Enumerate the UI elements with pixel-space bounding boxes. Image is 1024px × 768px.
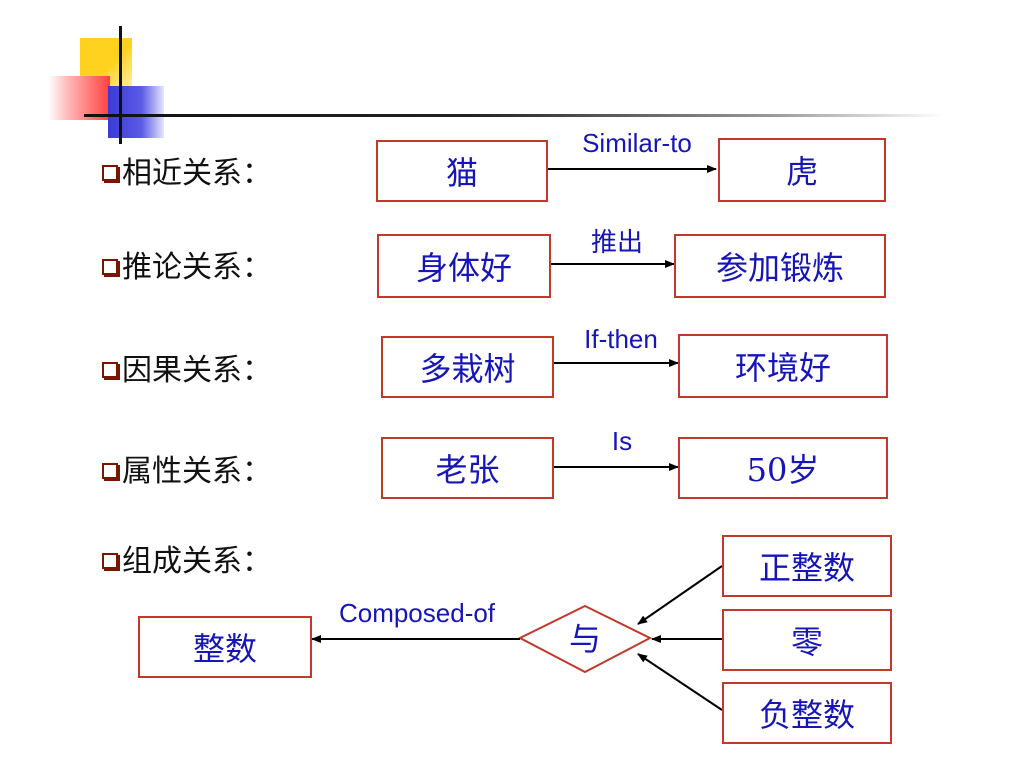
node-negative-integer: 负整数 xyxy=(722,682,892,744)
node-lao-zhang: 老张 xyxy=(381,437,554,499)
node-zero: 零 xyxy=(722,609,892,671)
relation-label-causal: 因果关系： xyxy=(102,351,272,391)
node-positive-integer: 正整数 xyxy=(722,535,892,597)
arrow-part-negative xyxy=(637,653,723,711)
node-healthy: 身体好 xyxy=(377,234,551,298)
edge-label-composed-of: Composed-of xyxy=(338,598,496,628)
decor-red-square xyxy=(48,76,110,120)
node-good-environment: 环境好 xyxy=(678,334,888,398)
node-tiger: 虎 xyxy=(718,138,886,202)
relation-label-attribute: 属性关系： xyxy=(102,452,272,492)
and-connector-diamond xyxy=(517,604,653,674)
bullet-icon xyxy=(102,259,118,275)
edge-label-infer: 推出 xyxy=(590,228,643,258)
decor-horizontal-line xyxy=(84,114,944,117)
relation-label-similar: 相近关系： xyxy=(102,154,272,194)
node-age-50: 50岁 xyxy=(678,437,888,499)
node-cat: 猫 xyxy=(376,140,548,202)
bullet-icon xyxy=(102,463,118,479)
edge-label-similar-to: Similar-to xyxy=(582,128,692,158)
edge-label-is: Is xyxy=(611,426,633,456)
relation-label-composition: 组成关系： xyxy=(102,542,272,582)
bullet-icon xyxy=(102,553,118,569)
relation-label-inference: 推论关系： xyxy=(102,248,272,288)
bullet-icon xyxy=(102,362,118,378)
bullet-icon xyxy=(102,165,118,181)
node-plant-trees: 多栽树 xyxy=(381,336,554,398)
node-integer: 整数 xyxy=(138,616,312,678)
and-connector-label: 与 xyxy=(568,620,601,658)
decor-blue-square xyxy=(108,86,164,138)
node-exercise: 参加锻炼 xyxy=(674,234,886,298)
decor-vertical-line xyxy=(119,26,122,144)
edge-label-if-then: If-then xyxy=(584,324,658,354)
arrow-part-positive xyxy=(637,565,723,625)
